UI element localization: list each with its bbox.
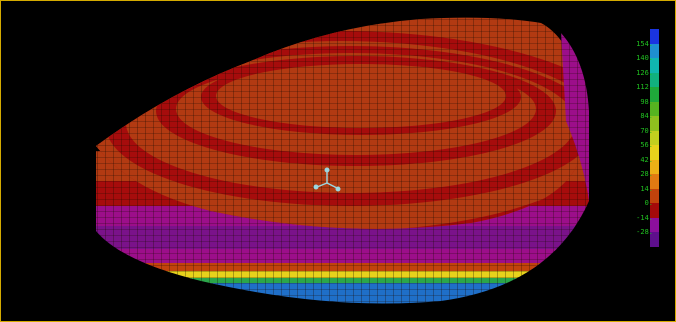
legend-tick-label: 112. (636, 83, 653, 91)
legend-swatch (650, 43, 659, 59)
legend-swatch (650, 130, 659, 146)
contour-legend: 154. 140. 126. 112. 98. 84. 70. 56. 42. 28. 14. 0. -… (623, 29, 675, 275)
legend-tick-label: 126. (636, 68, 653, 77)
legend-tick-label: 56. (640, 141, 653, 149)
legend-tick-label: 154. (636, 39, 653, 48)
legend-tick-label: 42. (640, 155, 653, 164)
legend-tick-label: 84. (640, 112, 653, 120)
legend-tick-label: 28. (640, 170, 653, 178)
legend-swatch (650, 145, 659, 160)
legend-swatch (650, 72, 659, 88)
legend-swatch (650, 101, 659, 117)
legend-tick-label: 14. (640, 184, 653, 193)
legend-swatch (650, 188, 659, 204)
legend-swatch (650, 29, 659, 44)
axis-triad-icon (313, 167, 341, 192)
legend-tick-label: 70. (640, 126, 653, 135)
legend-tick-label: -28. (636, 228, 653, 236)
legend-tick-label: -14. (636, 213, 653, 222)
legend-swatch (650, 232, 659, 247)
legend-tick-label: 98. (640, 97, 653, 106)
legend-swatch (650, 174, 659, 189)
legend-tick-label: 140. (636, 54, 653, 62)
legend-swatch (650, 159, 659, 175)
legend-swatch (650, 203, 659, 218)
legend-swatch (650, 116, 659, 131)
legend-tick-label: 0. (644, 199, 653, 207)
legend-swatch (650, 58, 659, 73)
legend-swatch (650, 217, 659, 233)
legend-swatch (650, 87, 659, 102)
